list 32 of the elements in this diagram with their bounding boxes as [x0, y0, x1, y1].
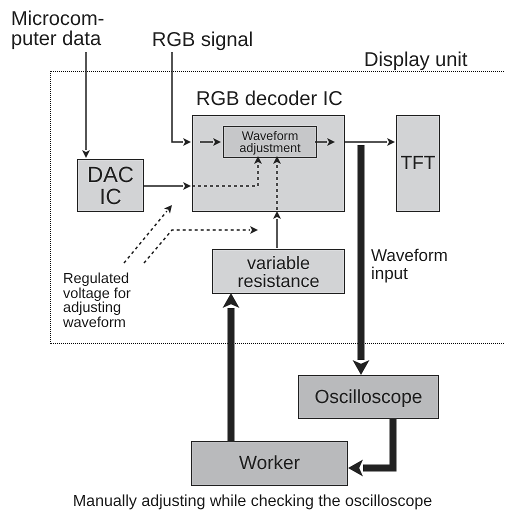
arrow [123, 205, 172, 264]
box-label: TFT [400, 154, 436, 173]
process-box [396, 115, 440, 212]
process-box [298, 375, 439, 419]
signal-label: RGB signal [152, 30, 254, 50]
arrow [348, 419, 396, 476]
arrow [344, 138, 395, 146]
heading: RGB decoder IC [196, 89, 343, 109]
arrow [171, 52, 191, 146]
process-box [191, 441, 348, 486]
heading: Display unit [364, 50, 468, 70]
box-label: variable resistance [236, 254, 321, 290]
box-label: Waveform adjustment [238, 130, 302, 154]
process-box [212, 249, 345, 294]
arrow [82, 52, 90, 158]
arrow [143, 182, 191, 190]
arrow [200, 138, 221, 146]
arrow [315, 138, 335, 146]
process-box [223, 126, 317, 158]
box-label: DAC IC [86, 164, 135, 208]
box-label: Worker [239, 454, 300, 473]
arrow [273, 156, 281, 210]
process-box [77, 159, 144, 212]
arrow [352, 145, 370, 375]
caption: Manually adjusting while checking the oscilloscope [72, 493, 434, 511]
signal-label: Microcom- puter data [11, 9, 106, 49]
box-label: Oscilloscope [314, 388, 422, 406]
arrow [273, 211, 281, 248]
annotation-text: Regulated voltage for adjusting waveform [63, 272, 132, 330]
arrow [192, 156, 262, 187]
arrow [143, 226, 258, 264]
arrow [222, 293, 240, 441]
